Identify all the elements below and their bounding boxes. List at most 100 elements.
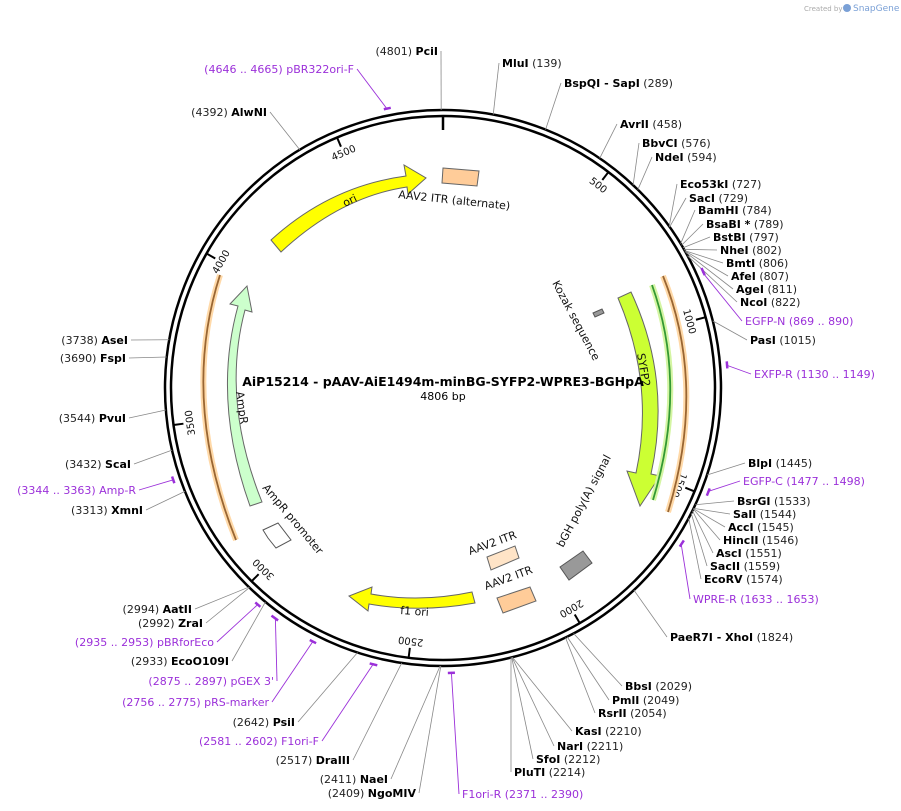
restriction-site-label[interactable]: SacII (1559) (710, 560, 780, 573)
restriction-site-label[interactable]: PasI (1015) (750, 334, 816, 347)
rail-orange (662, 275, 688, 513)
restriction-site-label[interactable]: AvrII (458) (620, 118, 682, 131)
primer-label[interactable]: EGFP-C (1477 .. 1498) (743, 475, 865, 488)
restriction-site-label[interactable]: (2992) ZraI (138, 617, 203, 630)
restriction-site-label[interactable]: BamHI (784) (698, 204, 772, 217)
restriction-site-label[interactable]: (2642) PsiI (233, 716, 295, 729)
site-leader (681, 223, 704, 246)
restriction-site-label[interactable]: NcoI (822) (740, 296, 800, 309)
primer-label[interactable]: (3344 .. 3363) Amp-R (17, 484, 136, 497)
restriction-site-label[interactable]: (2994) AatII (123, 603, 192, 616)
primer-label[interactable]: EGFP-N (869 .. 890) (745, 315, 853, 328)
feature-bgh-polya[interactable] (559, 550, 593, 581)
primer-leader (356, 68, 388, 110)
site-leader (684, 250, 729, 277)
site-leader (684, 250, 724, 264)
site-leader (599, 123, 618, 159)
primer-label[interactable]: WPRE-R (1633 .. 1653) (693, 593, 819, 606)
restriction-site-label[interactable]: (3432) ScaI (65, 458, 131, 471)
restriction-site-label[interactable]: KasI (2210) (575, 725, 642, 738)
feature-label-f1-ori: f1 ori (400, 604, 430, 619)
primer-label[interactable]: EXFP-R (1130 .. 1149) (754, 368, 875, 381)
restriction-site-label[interactable]: (2411) NaeI (320, 773, 388, 786)
restriction-site-label[interactable]: (3313) XmnI (71, 504, 143, 517)
restriction-site-label[interactable]: BlpI (1445) (748, 457, 812, 470)
restriction-site-label[interactable]: (2409) NgoMIV (328, 787, 417, 800)
primer-label[interactable]: (2581 .. 2602) F1ori-F (199, 735, 319, 748)
feature-syfp2[interactable] (617, 291, 661, 508)
site-leader (690, 513, 708, 567)
restriction-site-label[interactable]: HincII (1546) (723, 534, 799, 547)
feature-ampr[interactable] (226, 284, 263, 507)
restriction-site-label[interactable]: (4392) AlwNI (191, 106, 267, 119)
restriction-site-label[interactable]: PluTI (2214) (514, 766, 585, 779)
site-leader-lines (128, 50, 752, 795)
site-leader (133, 449, 173, 465)
rail-green (651, 284, 672, 501)
restriction-site-label[interactable]: AscI (1551) (716, 547, 782, 560)
site-leader (687, 255, 738, 303)
restriction-site-label[interactable]: PaeR7I - XhoI (1824) (670, 631, 793, 644)
restriction-site-label[interactable]: BstBI (797) (713, 231, 779, 244)
restriction-site-label[interactable]: NdeI (594) (655, 151, 717, 164)
restriction-site-label[interactable]: AccI (1545) (728, 521, 794, 534)
restriction-site-label[interactable]: (4801) PciI (375, 45, 438, 58)
primer-leader (450, 671, 460, 795)
feature-aav2-itr-alternate[interactable] (441, 167, 480, 187)
feature-ori[interactable] (270, 164, 427, 253)
primer-leader (701, 271, 743, 322)
restriction-site-label[interactable]: EcoRV (1574) (704, 573, 783, 586)
site-leader (669, 197, 687, 228)
restriction-site-label[interactable]: (2517) DraIII (276, 754, 350, 767)
site-leader (297, 652, 358, 723)
restriction-site-label[interactable]: (2933) EcoO109I (131, 655, 229, 668)
site-leader (492, 62, 500, 115)
feature-kozak[interactable] (592, 308, 605, 318)
primer-leader (216, 603, 259, 643)
tick-mark (684, 486, 695, 493)
restriction-site-label[interactable]: (3690) FspI (60, 352, 126, 365)
restriction-site-label[interactable]: AfeI (807) (731, 270, 789, 283)
restriction-site-label[interactable]: BsaBI * (789) (706, 218, 784, 231)
restriction-site-label[interactable]: RsrII (2054) (598, 707, 667, 720)
restriction-site-label[interactable]: Eco53kI (727) (680, 178, 761, 191)
restriction-site-label[interactable]: BmtI (806) (726, 257, 788, 270)
primer-label[interactable]: (2875 .. 2897) pGEX 3' (148, 675, 274, 688)
feature-ampr-promoter[interactable] (262, 522, 292, 549)
plasmid-title: AiP15214 - pAAV-AiE1494m-minBG-SYFP2-WPR… (242, 374, 644, 389)
restriction-site-label[interactable]: BsrGI (1533) (737, 495, 811, 508)
primer-label[interactable]: (2756 .. 2775) pRS-marker (122, 696, 269, 709)
tick-mark (173, 422, 184, 427)
restriction-site-label[interactable]: SalI (1544) (733, 508, 796, 521)
tick-mark (695, 316, 706, 321)
site-leader (511, 657, 555, 747)
feature-aav2-itr-1[interactable] (486, 545, 520, 571)
restriction-site-label[interactable]: AgeI (811) (736, 283, 797, 296)
feature-label-syfp2: SYFP2 (634, 352, 653, 387)
restriction-site-label[interactable]: BbsI (2029) (625, 680, 692, 693)
site-leader (712, 320, 748, 341)
restriction-site-label[interactable]: BbvCI (576) (642, 137, 711, 150)
site-leader (573, 633, 623, 687)
restriction-site-label[interactable]: PmlI (2049) (612, 694, 679, 707)
feature-f1-ori[interactable] (348, 586, 476, 612)
restriction-site-label[interactable]: SacI (729) (689, 192, 748, 205)
rail-orange-left (202, 274, 237, 541)
feature-label-ampr-promoter: AmpR promoter (260, 482, 326, 558)
restriction-site-label[interactable]: NheI (802) (720, 244, 782, 257)
restriction-site-label[interactable]: MluI (139) (502, 57, 562, 70)
site-leader (706, 462, 746, 476)
restriction-site-label[interactable]: (3738) AseI (61, 334, 128, 347)
restriction-site-label[interactable]: NarI (2211) (557, 740, 623, 753)
primer-label[interactable]: (4646 .. 4665) pBR322ori-F (204, 63, 354, 76)
primer-label[interactable]: (2935 .. 2953) pBRforEco (75, 636, 214, 649)
feature-label-ori: ori (341, 192, 360, 210)
primer-label[interactable]: F1ori-R (2371 .. 2390) (462, 788, 583, 801)
restriction-site-label[interactable]: SfoI (2212) (536, 753, 600, 766)
site-leader (390, 665, 441, 780)
restriction-site-label[interactable]: BspQI - SapI (289) (564, 77, 673, 90)
restriction-site-label[interactable]: (3544) PvuI (59, 412, 126, 425)
tick-label: 4000 (211, 248, 233, 276)
feature-aav2-itr-2[interactable] (496, 586, 537, 614)
